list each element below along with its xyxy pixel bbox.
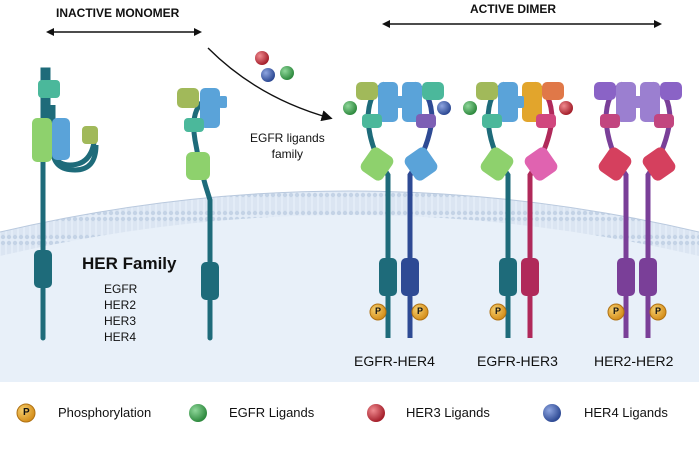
phosphate-markers — [369, 303, 667, 321]
phospho-label-5: P — [655, 306, 662, 316]
phospho-label-2: P — [417, 306, 424, 316]
legend-her4-ligands: HER4 Ligands — [584, 405, 668, 420]
free-her4-ligand — [261, 68, 275, 82]
her-family-title: HER Family — [82, 254, 177, 273]
her-family-list: EGFR HER2 HER3 HER4 — [104, 281, 137, 345]
dimer-her2-her2 — [594, 81, 682, 338]
active-dimer-header: ACTIVE DIMER — [470, 2, 557, 16]
free-egfr-ligand — [280, 66, 294, 80]
her-family-member: HER3 — [104, 314, 137, 328]
inactive-monomer-header: INACTIVE MONOMER — [56, 6, 180, 20]
legend-her3-ligands: HER3 Ligands — [406, 405, 490, 420]
activation-arrow — [207, 47, 333, 122]
egfr-ligand-icon — [189, 404, 207, 422]
her-family-member: HER2 — [104, 298, 137, 312]
cell-membrane — [0, 191, 699, 256]
legend-phosphorylation: Phosphorylation — [58, 405, 152, 420]
active-header-arrow — [382, 20, 662, 28]
phospho-label-3: P — [495, 306, 502, 316]
cytoplasm — [0, 191, 699, 382]
dimer-name-egfr-her3: EGFR-HER3 — [477, 353, 558, 369]
dimer-name-egfr-her4: EGFR-HER4 — [354, 353, 435, 369]
phospho-label-1: P — [375, 306, 382, 316]
ligand-note-line2: family — [271, 147, 304, 161]
her-family-member: HER4 — [104, 330, 137, 344]
inactive-header-arrow — [46, 28, 202, 36]
her4-ligand-icon — [543, 404, 561, 422]
ligand-family-note: EGFR ligands family — [250, 130, 325, 162]
legend-phospho-symbol: P — [23, 407, 30, 418]
dimer-egfr-her3 — [463, 81, 573, 338]
her3-ligand-icon — [367, 404, 385, 422]
inactive-monomer-tethered — [32, 67, 99, 341]
dimer-egfr-her4 — [343, 81, 451, 338]
inactive-monomer-open — [177, 88, 227, 341]
free-her3-ligand — [255, 51, 269, 65]
legend-egfr-ligands: EGFR Ligands — [229, 405, 315, 420]
dimer-name-her2-her2: HER2-HER2 — [594, 353, 674, 369]
ligand-note-line1: EGFR ligands — [250, 131, 325, 145]
phospho-label-4: P — [613, 306, 620, 316]
phosphate-icon — [16, 403, 36, 423]
her-family-member: EGFR — [104, 282, 138, 296]
